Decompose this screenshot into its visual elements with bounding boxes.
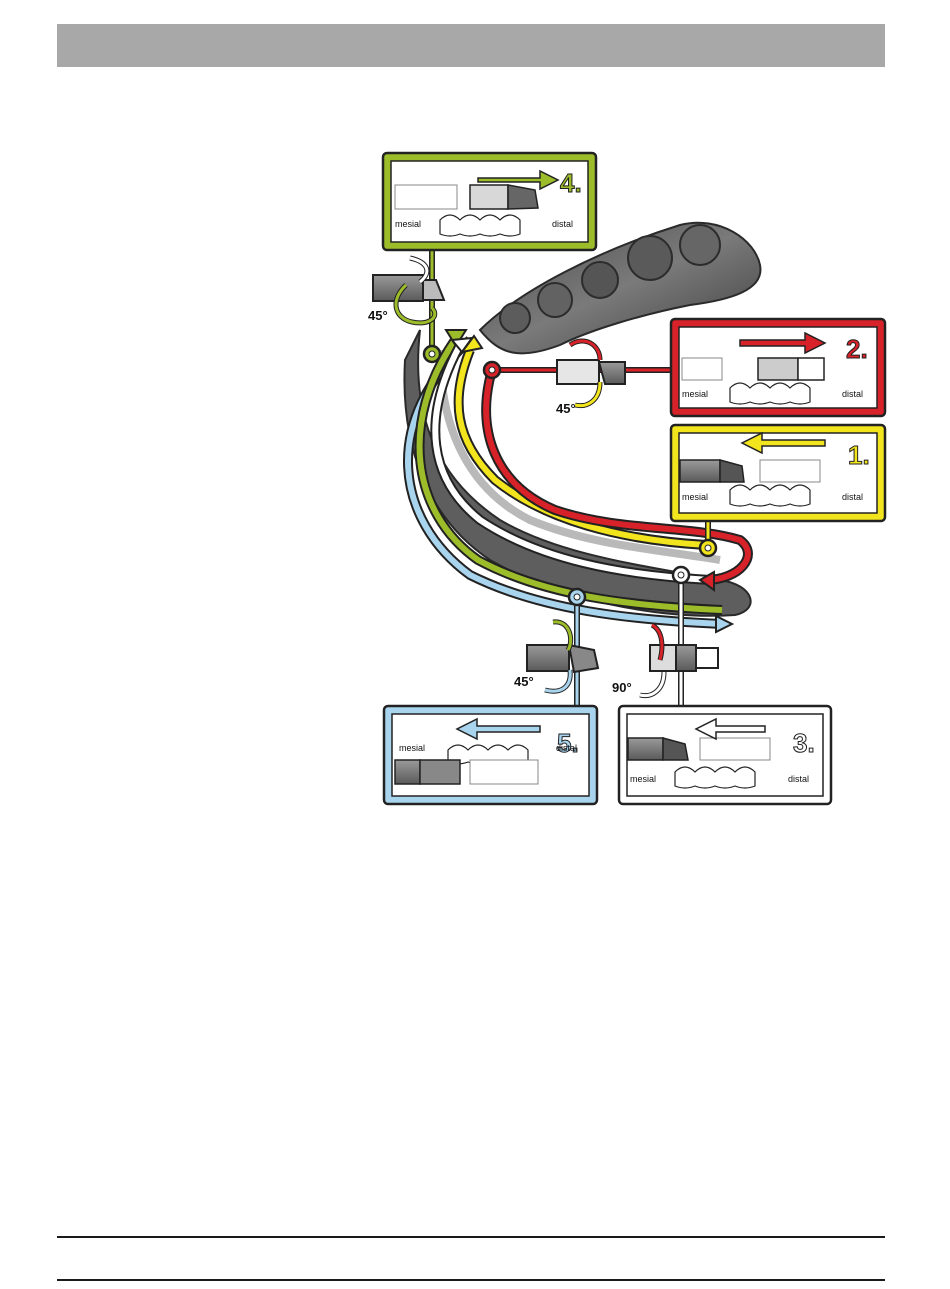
mesial-label-5: mesial [399,743,425,753]
angle-label-3: 90° [612,680,632,695]
step-number-3: 3. [793,728,815,758]
step-box-2: 2. mesial distal [671,319,885,416]
footer-rule-bottom [57,1279,885,1281]
distal-label-2: distal [842,389,863,399]
distal-label-1: distal [842,492,863,502]
footer-rule-top [57,1236,885,1238]
step-box-5: 5. mesial distal [384,706,597,804]
step-box-4: 4. mesial distal [383,153,596,250]
step-number-2: 2. [846,334,868,364]
scanner-tip-5: 45° [514,622,598,691]
angle-label-4: 45° [368,308,388,323]
mesial-label-4: mesial [395,219,421,229]
distal-label-3: distal [788,774,809,784]
mesial-label-3: mesial [630,774,656,784]
distal-label-5: distal [556,743,577,753]
mesial-label-1: mesial [682,492,708,502]
angle-label-2: 45° [556,401,576,416]
mesial-label-2: mesial [682,389,708,399]
angle-label-5: 45° [514,674,534,689]
step-box-1: 1. mesial distal [671,425,885,521]
distal-label-4: distal [552,219,573,229]
scanner-tip-2: 45° [556,341,625,416]
scanner-tip-3: 90° [612,625,718,696]
step-number-4: 4. [560,168,582,198]
step-box-3: 3. mesial distal [619,706,831,804]
step-number-1: 1. [848,440,870,470]
